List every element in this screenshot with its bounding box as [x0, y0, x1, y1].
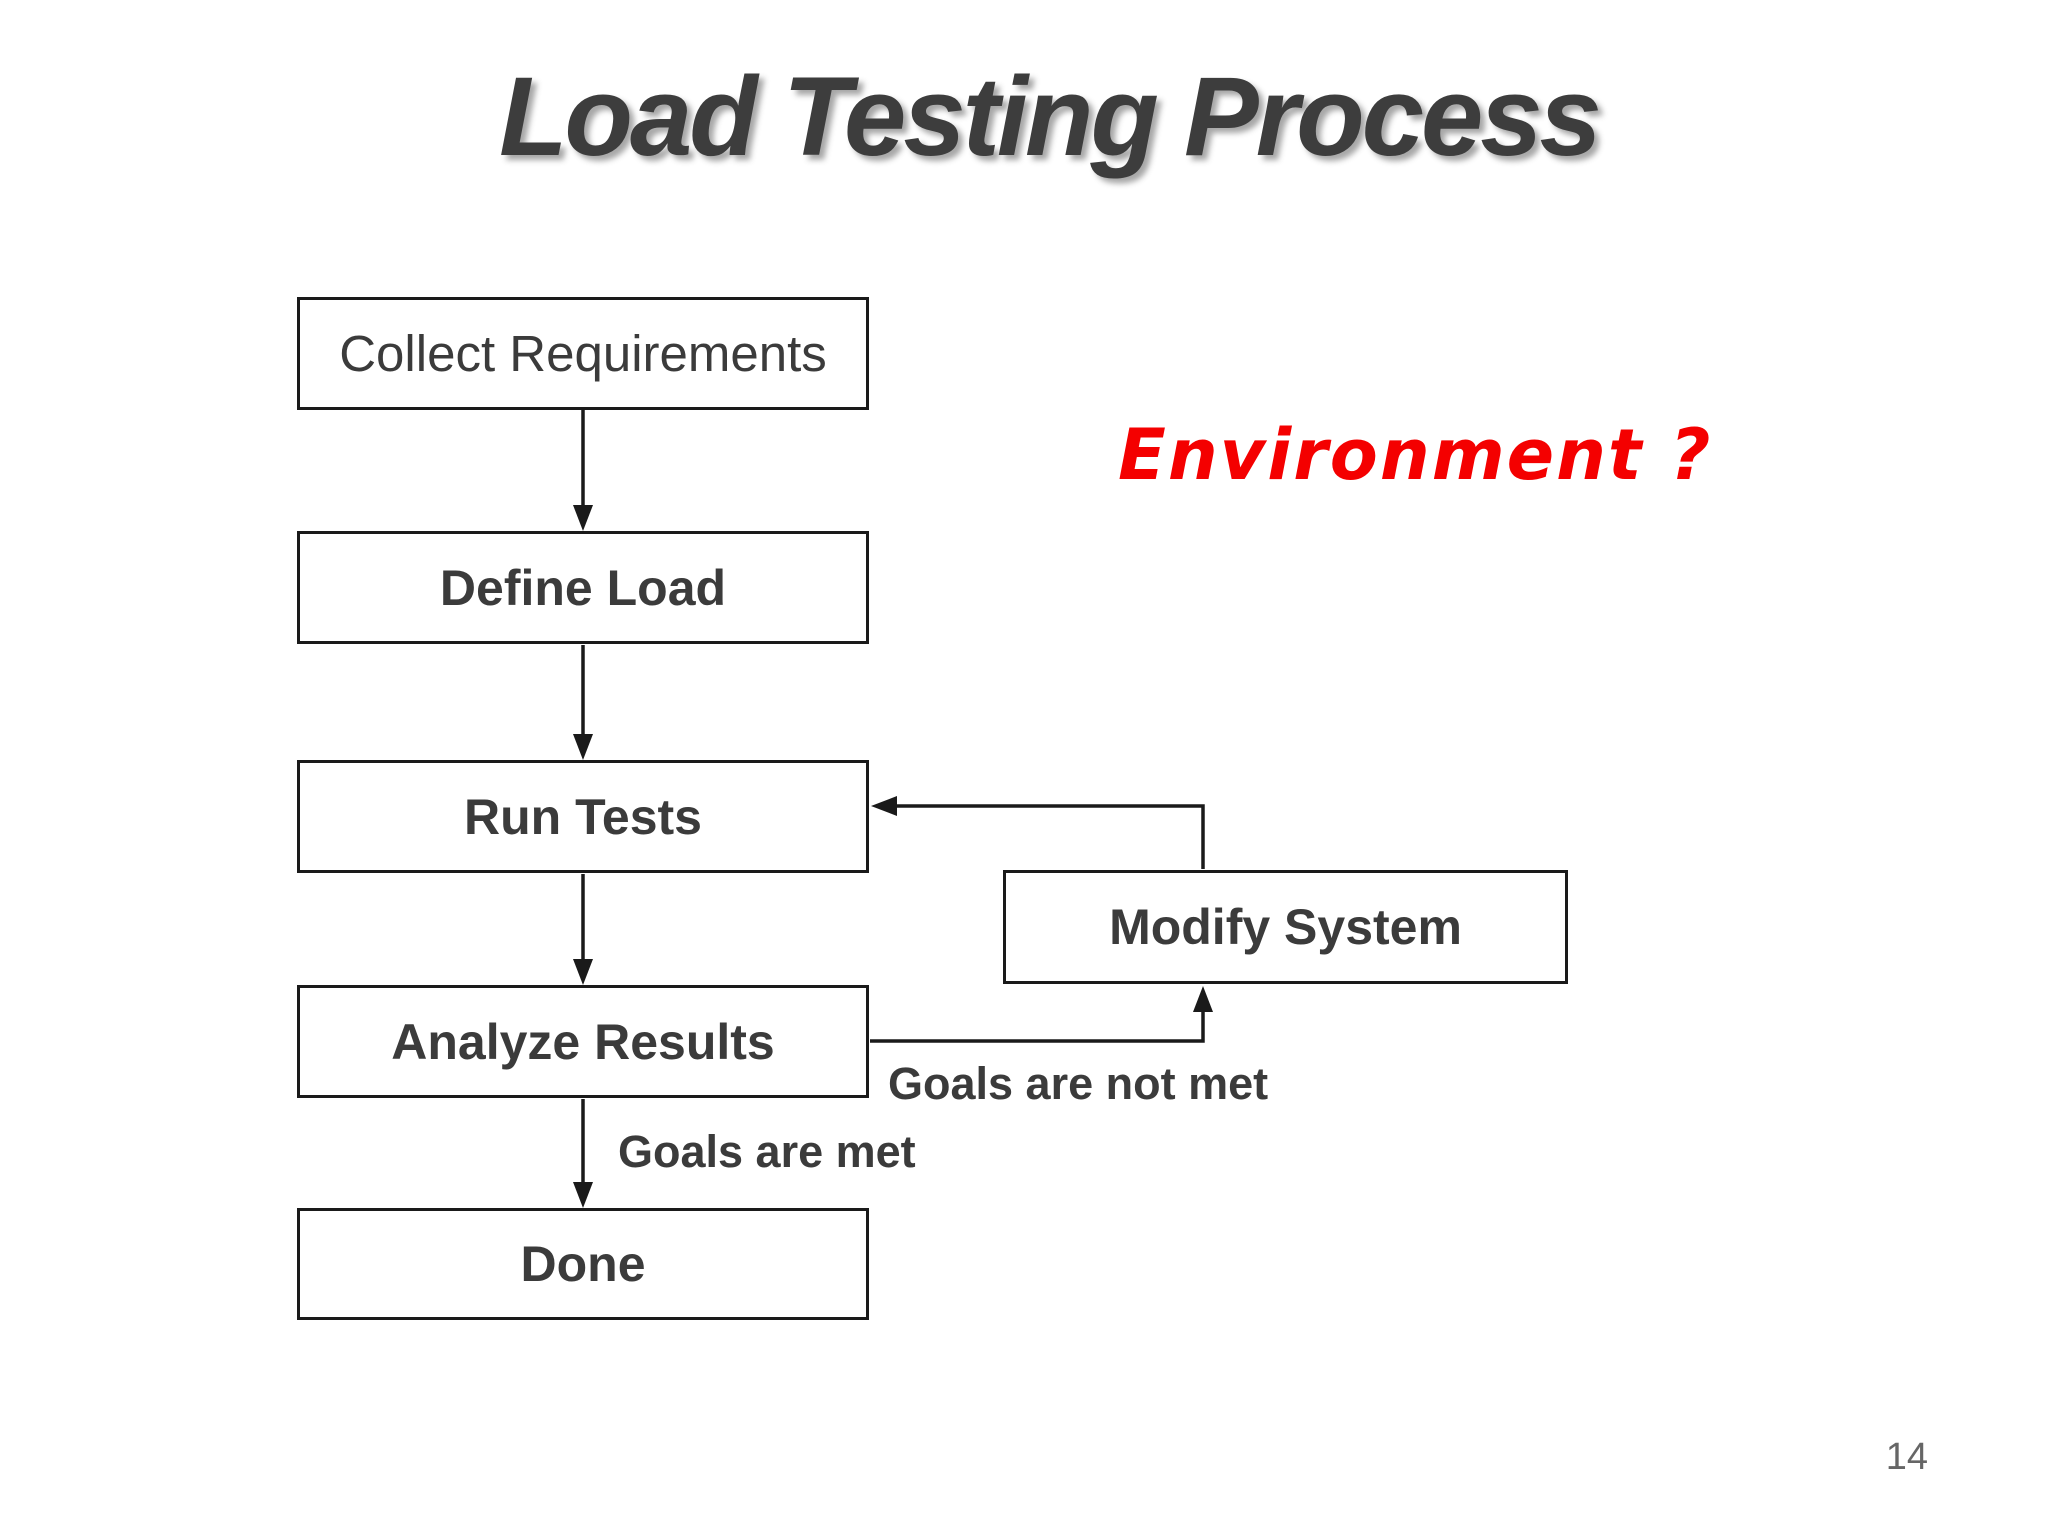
flowchart-node-run-tests: Run Tests	[297, 760, 869, 873]
arrow-analyze-to-modify-line	[870, 1010, 1205, 1043]
environment-annotation: Environment ?	[1118, 414, 1713, 496]
edge-label-goals-not-met: Goals are not met	[888, 1058, 1269, 1109]
arrowhead-analyze-to-done	[573, 1182, 593, 1208]
flowchart-node-collect-requirements: Collect Requirements	[297, 297, 869, 410]
slide-title: Load Testing Process	[499, 54, 1602, 179]
flowchart-node-define-load: Define Load	[297, 531, 869, 644]
arrowhead-define-to-run	[573, 734, 593, 760]
arrowhead-analyze-to-modify	[1193, 986, 1213, 1012]
arrowhead-modify-to-run	[871, 796, 897, 816]
arrow-modify-to-run-line	[896, 804, 1205, 869]
edge-label-goals-met: Goals are met	[618, 1126, 916, 1177]
page-number: 14	[1885, 1436, 1928, 1478]
arrowhead-collect-to-define	[573, 505, 593, 531]
flowchart-node-done: Done	[297, 1208, 869, 1320]
flowchart-node-modify-system: Modify System	[1003, 870, 1568, 984]
flowchart-node-analyze-results: Analyze Results	[297, 985, 869, 1098]
arrowhead-run-to-analyze	[573, 959, 593, 985]
